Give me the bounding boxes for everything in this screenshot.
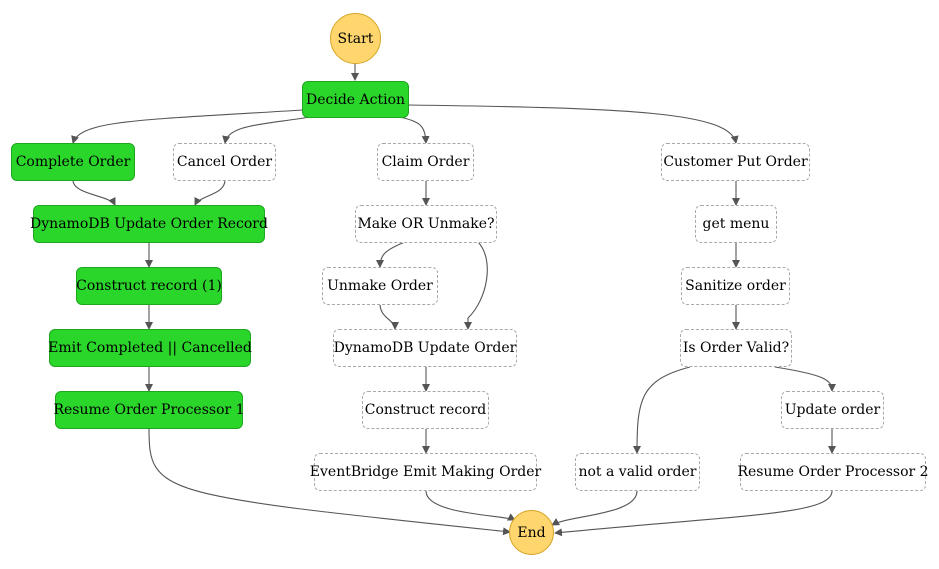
dynamodb-update-order-label: DynamoDB Update Order: [333, 340, 517, 356]
not-a-valid-order-label: not a valid order: [578, 464, 697, 480]
customer-put-order-node[interactable]: Customer Put Order: [661, 143, 810, 181]
edge-resume1-end: [148, 428, 511, 536]
edge-cancel-dynamo: [194, 179, 226, 206]
eventbridge-emit-making-order-label: EventBridge Emit Making Order: [309, 464, 542, 480]
is-order-valid-label: Is Order Valid?: [682, 340, 790, 356]
construct-record-1-label: Construct record (1): [76, 278, 222, 294]
complete-order-node[interactable]: Complete Order: [11, 143, 135, 181]
edge-decide-complete: [71, 109, 304, 144]
end-label: End: [517, 524, 546, 541]
unmake-order-node[interactable]: Unmake Order: [322, 267, 438, 305]
edge-decide-customer: [407, 104, 739, 144]
make-or-unmake-node[interactable]: Make OR Unmake?: [355, 205, 497, 243]
emit-completed-cancelled-label: Emit Completed || Cancelled: [48, 340, 252, 356]
not-a-valid-order-node[interactable]: not a valid order: [575, 453, 700, 491]
complete-order-label: Complete Order: [15, 154, 131, 170]
dynamodb-update-order-node[interactable]: DynamoDB Update Order: [333, 329, 517, 367]
cancel-order-node[interactable]: Cancel Order: [173, 143, 276, 181]
dynamodb-update-order-record-node[interactable]: DynamoDB Update Order Record: [30, 205, 268, 243]
start-label: Start: [337, 30, 374, 47]
update-order-label: Update order: [784, 402, 881, 418]
edge-decide-claim: [399, 116, 430, 144]
claim-order-node[interactable]: Claim Order: [377, 143, 474, 181]
edge-isvalid-notvalid: [633, 366, 691, 454]
edge-complete-dynamo: [72, 179, 116, 206]
construct-record-1-node[interactable]: Construct record (1): [76, 267, 222, 305]
claim-order-label: Claim Order: [381, 154, 470, 170]
edge-notvalid-end: [551, 490, 638, 526]
end-node[interactable]: End: [509, 510, 554, 555]
sanitize-order-node[interactable]: Sanitize order: [681, 267, 790, 305]
get-menu-node[interactable]: get menu: [695, 205, 777, 243]
decide-action-node[interactable]: Decide Action: [302, 81, 409, 118]
edge-makeorunmake-dynamo: [464, 241, 488, 330]
dynamodb-update-order-record-label: DynamoDB Update Order Record: [30, 216, 268, 232]
resume-order-processor-1-label: Resume Order Processor 1: [53, 402, 245, 418]
customer-put-order-label: Customer Put Order: [663, 154, 808, 170]
resume-order-processor-1-node[interactable]: Resume Order Processor 1: [53, 391, 245, 429]
update-order-node[interactable]: Update order: [781, 391, 884, 429]
cancel-order-label: Cancel Order: [176, 154, 273, 170]
edge-eventbridge-end: [425, 490, 516, 521]
edge-makeorunmake-unmake: [376, 241, 406, 268]
sanitize-order-label: Sanitize order: [685, 278, 786, 294]
construct-record-node[interactable]: Construct record: [362, 391, 489, 429]
unmake-order-label: Unmake Order: [327, 278, 433, 294]
emit-completed-cancelled-node[interactable]: Emit Completed || Cancelled: [48, 329, 252, 367]
decide-action-label: Decide Action: [305, 91, 406, 108]
get-menu-label: get menu: [702, 216, 770, 232]
make-or-unmake-label: Make OR Unmake?: [357, 216, 495, 232]
resume-order-processor-2-label: Resume Order Processor 2: [737, 464, 929, 480]
edge-decide-cancel: [222, 116, 311, 144]
eventbridge-emit-making-order-node[interactable]: EventBridge Emit Making Order: [310, 453, 541, 491]
resume-order-processor-2-node[interactable]: Resume Order Processor 2: [737, 453, 929, 491]
start-node[interactable]: Start: [330, 13, 381, 64]
is-order-valid-node[interactable]: Is Order Valid?: [680, 329, 792, 367]
edge-isvalid-update: [774, 366, 836, 392]
edge-unmake-dynamo: [379, 303, 399, 330]
edge-resume2-end: [554, 490, 833, 537]
construct-record-label: Construct record: [364, 402, 487, 418]
